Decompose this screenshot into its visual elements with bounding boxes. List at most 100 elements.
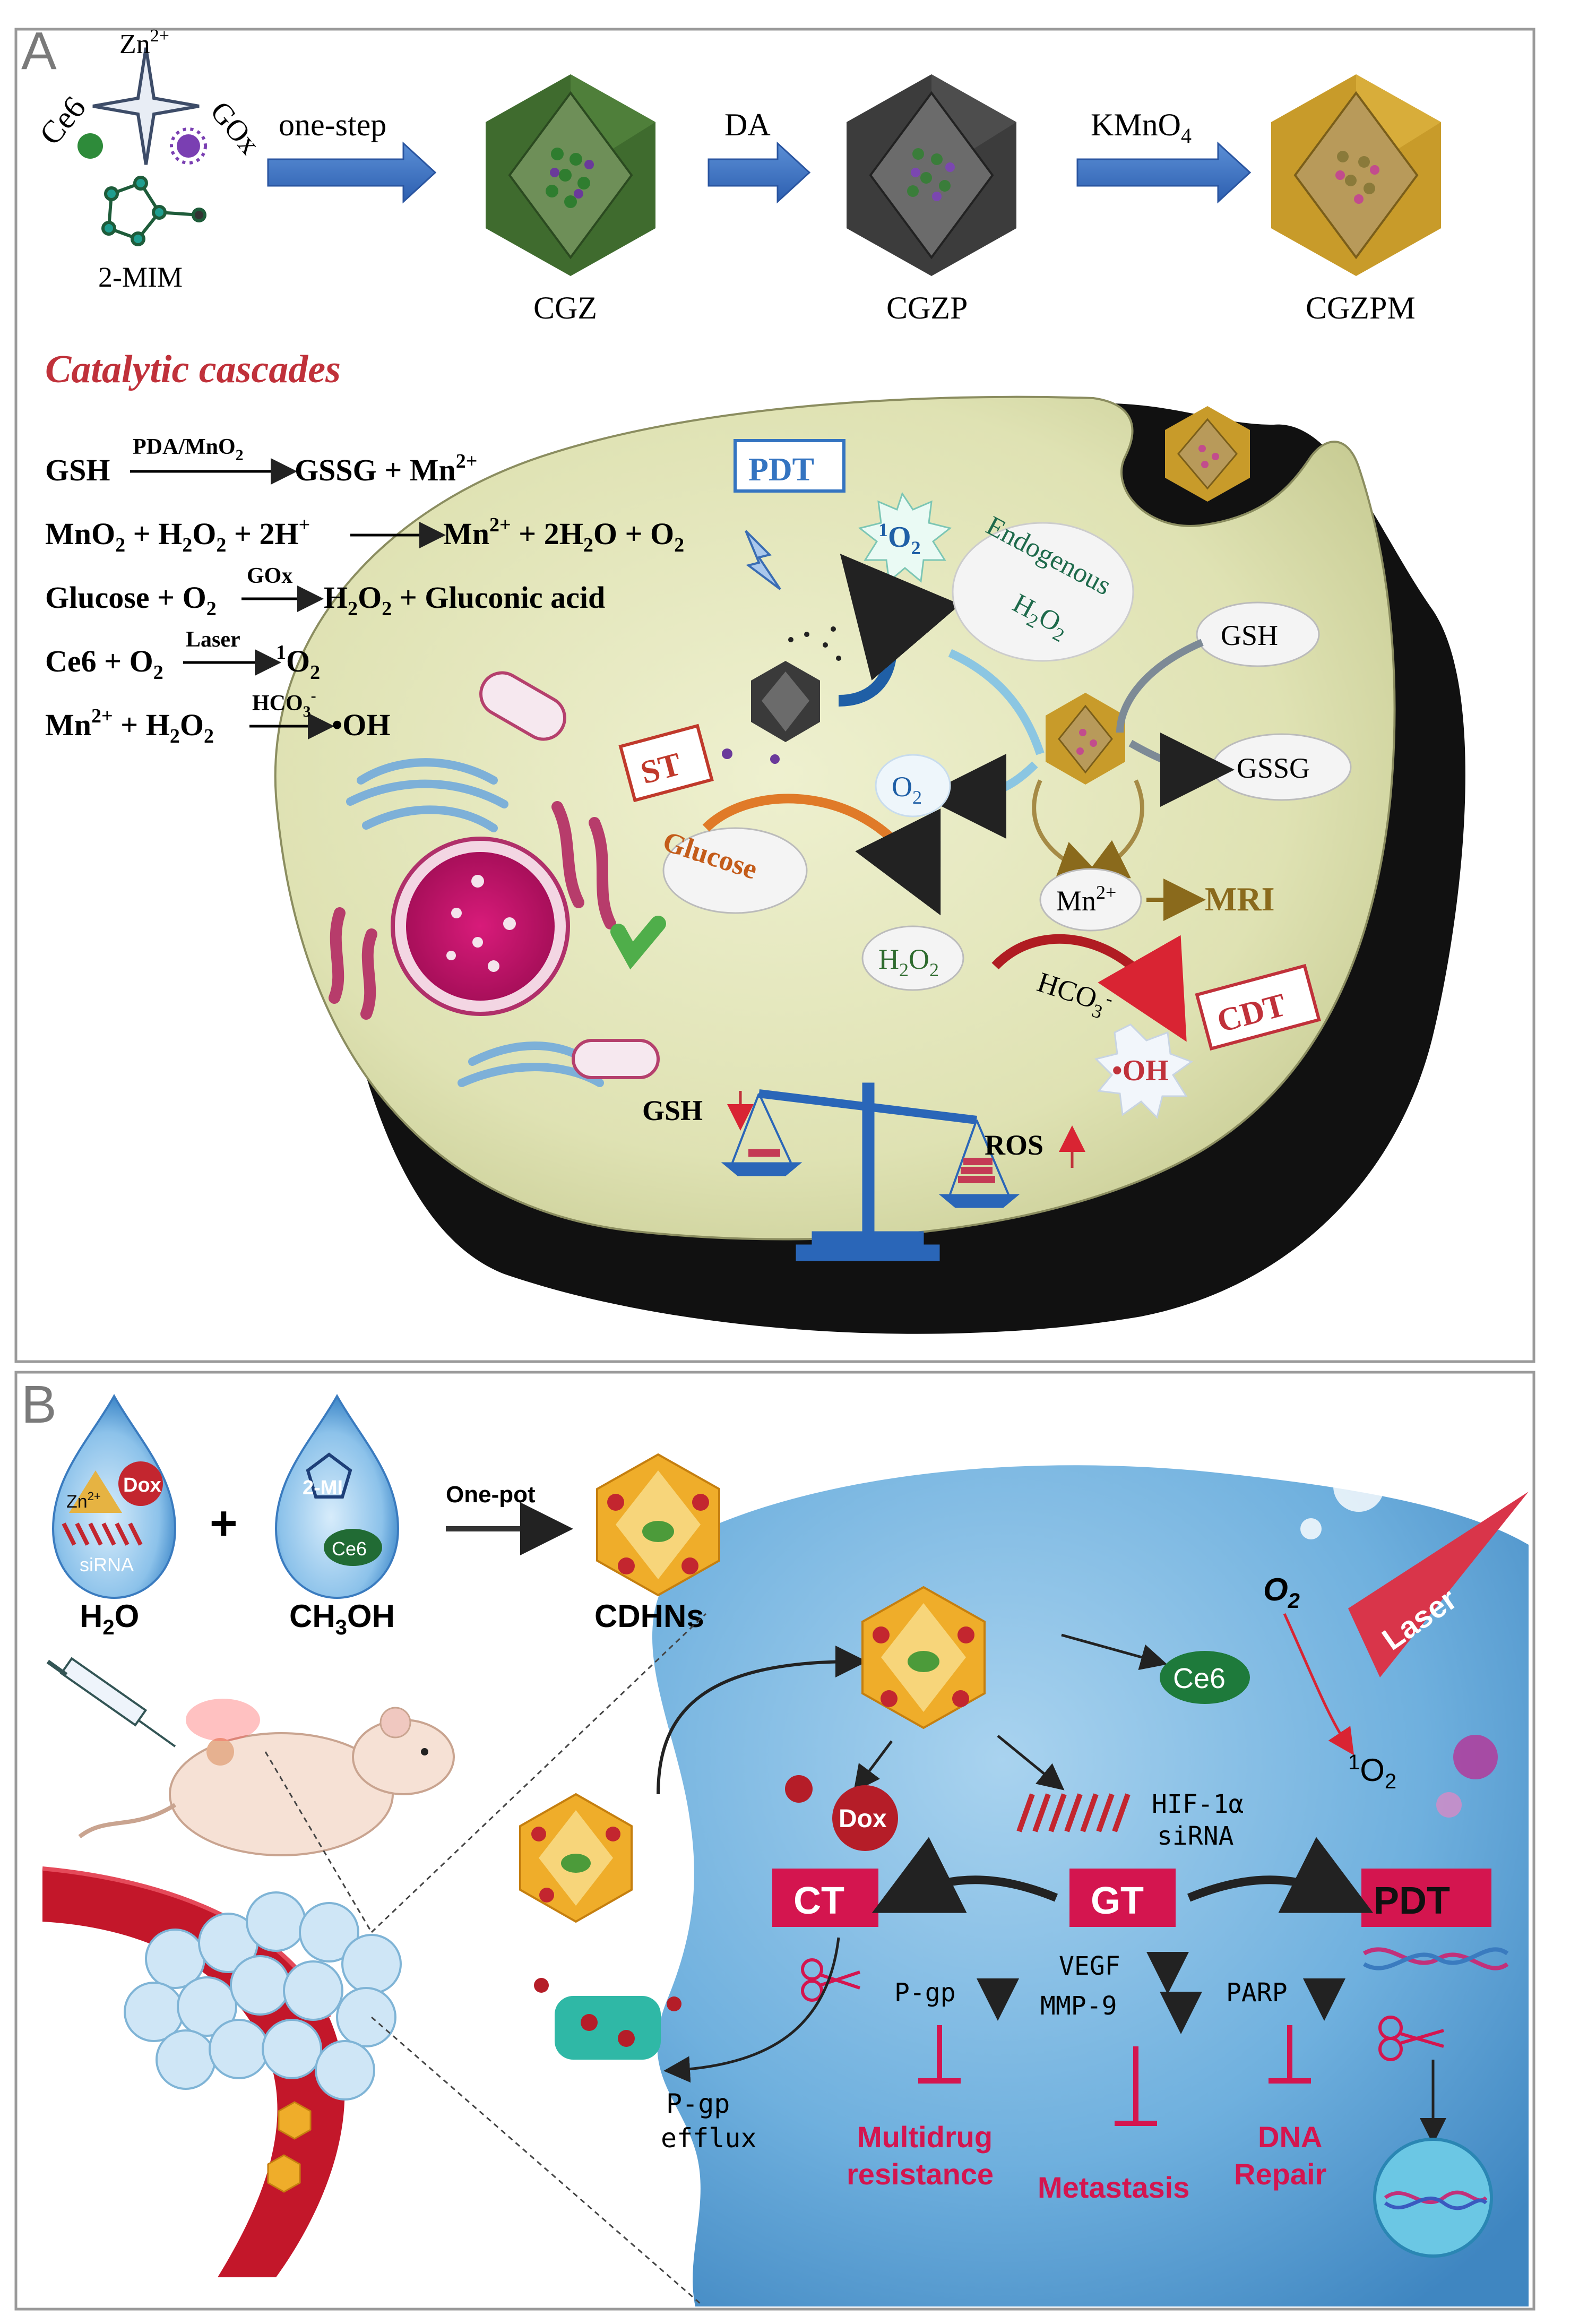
nucleus-b [1373,2138,1493,2258]
cgzpm-label: CGZPM [1306,290,1416,325]
drop2-mi-label: 2-MI [303,1477,343,1499]
drop1-solvent: H [80,1598,102,1634]
eq3-lhs: Glucose + O [45,580,206,615]
eq5-rhs: •OH [332,708,391,742]
eq3-over: GOx [247,564,292,588]
mri-label: MRI [1205,880,1275,918]
pdt-label: PDT [748,452,814,488]
arrow-to-hydroxyl [991,934,1187,1042]
pdt-box-b [1361,1869,1491,1927]
ros-weights [748,1149,995,1183]
svg-text:Mn2+ + H2O2: Mn2+ + H2O2 [45,705,214,747]
mim-label: 2-MIM [98,261,183,293]
pdt-label-b: PDT [1374,1880,1450,1922]
eq1-rhs: GSSG + Mn [295,453,456,487]
drop2-solvent: CH [289,1598,335,1634]
equation-1: GSH PDA/MnO2 GSSG + Mn2+ [45,435,477,487]
plus-sign: + [210,1497,238,1550]
arrow-gt-to-ct [872,1837,1058,1913]
centriole-icon [610,916,666,970]
eq4-over: Laser [186,627,240,652]
cgz-crystal [486,74,655,276]
panel-b-letter: B [21,1375,57,1434]
arrow-one-step: one-step [267,107,437,204]
endogenous-h2o2-bubble: Endogenous H2O2 [952,511,1134,662]
cdhn-internalized [861,1586,986,1729]
catalytic-cascades-title: Catalytic cascades [45,348,341,391]
cdhn-label: CDHNs [594,1598,704,1634]
water-drop-2: 2-MI Ce6 [274,1393,400,1599]
inhibition-markers [918,2025,1311,2126]
outcome-multidrug: Multidrug [857,2120,993,2154]
ce6-sphere-icon [77,133,103,159]
reagent-cluster: Ce6 Zn2+ GOx 2-MIM [32,26,266,293]
parp-label: PARP [1226,1978,1288,2008]
dox-label: Dox [839,1805,887,1833]
drop2-ce6-label: Ce6 [332,1538,367,1560]
vessel-nanoparticles [267,2101,312,2193]
arrow-to-dox [853,1740,893,1792]
drop1-sirna-label: siRNA [80,1554,134,1576]
sirna-strand-icon [1016,1793,1131,1832]
panel-a-letter: A [21,21,57,81]
arrow-h2o2-to-catalyst [948,649,1045,755]
gsh-label: GSH [1221,619,1278,651]
eq2-rhs: Mn [443,517,489,551]
svg-text:PDA/MnO2: PDA/MnO2 [133,435,244,464]
gt-label: GT [1091,1880,1144,1922]
arrow-to-mn-left [1032,779,1102,882]
cgzp-crystal [847,74,1016,276]
cgzpm-catalyst [1046,693,1125,785]
arrow-gt-to-pdt [1187,1837,1374,1913]
svg-text:Ce6 + O2: Ce6 + O2 [45,644,163,684]
gt-box [1069,1869,1176,1927]
gox-released [722,748,780,764]
o2-label: O [892,771,912,803]
ce6-label-b: Ce6 [1173,1663,1226,1694]
ce6-pill [1160,1651,1250,1704]
eq1-rhs-sup: 2+ [456,450,478,472]
mn-bubble [1039,868,1142,932]
ct-label: CT [793,1880,844,1922]
cdt-box [1195,963,1321,1051]
gsh-bubble [1196,601,1320,667]
hif-label: HIF-1α [1152,1789,1244,1819]
o2-label-b: O [1263,1572,1288,1607]
ros-increase-label: ROS [985,1129,1043,1161]
kmno4-sub: 4 [1181,124,1192,148]
singlet-o2-label: O [888,521,911,554]
svg-text:H2O2 + Gluconic acid: H2O2 + Gluconic acid [324,580,605,620]
mim-molecule-icon [101,176,206,246]
svg-text:GSSG + Mn2+: GSSG + Mn2+ [295,450,477,487]
eq3-rhs: H [324,580,348,615]
eq2-lhs: MnO [45,517,115,551]
pgp-transporter [555,1996,661,2060]
arrow-efflux [663,1937,840,2083]
st-box [618,724,714,803]
equation-5: Mn2+ + H2O2 HCO3- •OH [45,687,391,747]
svg-text:CH3OH: CH3OH [289,1598,395,1639]
eq4-rhs: O [286,644,310,678]
svg-text:Mn2+ + 2H2O + O2: Mn2+ + 2H2O + O2 [443,514,684,556]
h2o2-label: H [878,943,899,975]
arrow-to-sirna [997,1735,1065,1791]
eq1-over: PDA/MnO [133,435,236,459]
gox-enzyme-icon [177,134,200,158]
scissors-icon [801,1958,1444,2061]
glucose-bubble [662,827,808,914]
mn-label: Mn [1056,885,1096,917]
arrow-to-ce6 [1061,1633,1168,1671]
hydroxyl-label: •OH [1112,1054,1169,1087]
mouse-illustration [78,1699,455,1856]
arrow-da: DA [707,107,811,204]
svg-text:O2: O2 [1263,1572,1300,1613]
mitochondrion-2 [572,1039,660,1079]
arrow-kmno4: KMnO4 [1076,107,1252,204]
outcome-repair: Repair [1234,2157,1326,2191]
pdt-box [734,439,845,493]
arrow-singlet-o2 [1283,1613,1354,1755]
sirna-label-b: siRNA [1157,1821,1234,1851]
pgp-efflux-label-1: P-gp [666,2088,730,2119]
drop1-zn-label: Zn [66,1492,88,1512]
